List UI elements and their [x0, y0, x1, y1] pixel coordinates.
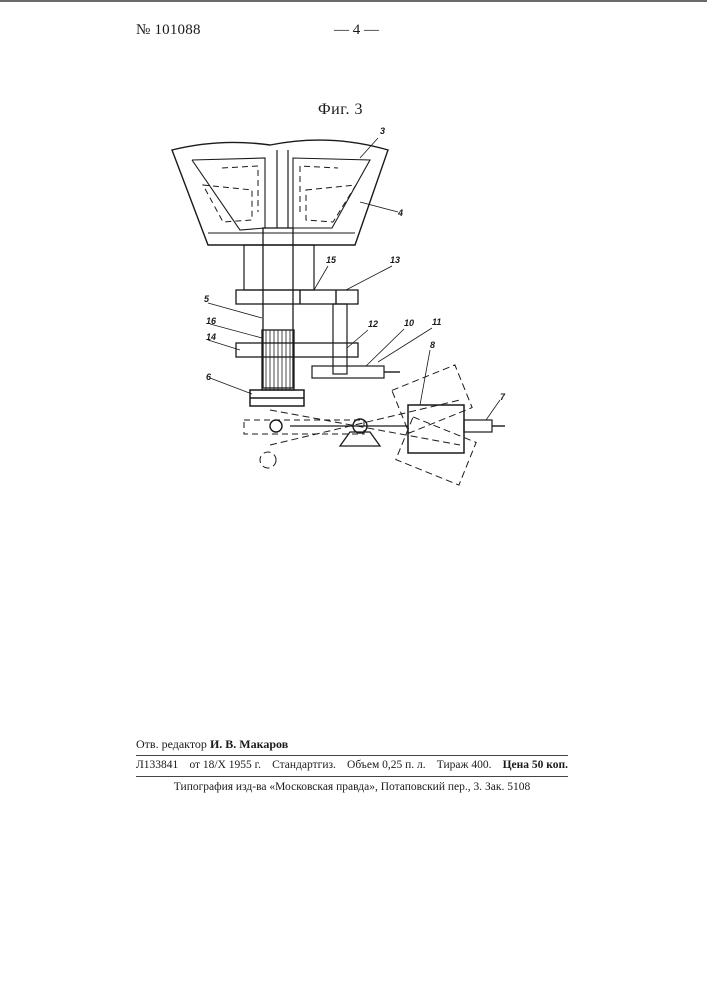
rod-10-11	[312, 366, 384, 378]
pivot-left	[270, 420, 282, 432]
label-11: 11	[432, 317, 441, 327]
label-15: 15	[326, 255, 337, 265]
rod-7	[464, 420, 492, 432]
gear-bar-15-13	[236, 290, 358, 304]
imprint-volume: Объем 0,25 п. л.	[347, 759, 426, 771]
editor-name: И. В. Макаров	[210, 737, 288, 751]
footer-divider-bottom	[136, 776, 568, 777]
label-14: 14	[206, 332, 216, 342]
editor-line: Отв. редактор И. В. Макаров	[136, 737, 568, 752]
imprint-circulation: Тираж 400.	[437, 759, 492, 771]
label-16: 16	[206, 316, 217, 326]
printer-line: Типография изд-ва «Московская правда», П…	[136, 781, 568, 793]
label-10: 10	[404, 318, 414, 328]
editor-label: Отв. редактор	[136, 737, 207, 751]
imprint-price: Цена 50 коп.	[503, 759, 568, 771]
imprint-code: Л133841	[136, 759, 178, 771]
imprint-publisher: Стандартгиз.	[272, 759, 336, 771]
label-8: 8	[430, 340, 435, 350]
label-6: 6	[206, 372, 212, 382]
label-7: 7	[500, 392, 506, 402]
label-12: 12	[368, 319, 378, 329]
label-5: 5	[204, 294, 210, 304]
hopper-inner	[192, 158, 265, 230]
hopper-outline	[172, 140, 388, 245]
label-13: 13	[390, 255, 400, 265]
gear-bar-14-12	[236, 343, 358, 357]
footer-divider-top	[136, 755, 568, 756]
imprint-line: Л133841 от 18/X 1955 г. Стандартгиз. Объ…	[136, 759, 568, 771]
label-3: 3	[380, 126, 385, 136]
imprint-date: от 18/X 1955 г.	[189, 759, 261, 771]
label-4: 4	[397, 208, 403, 218]
weight-8	[408, 405, 464, 453]
